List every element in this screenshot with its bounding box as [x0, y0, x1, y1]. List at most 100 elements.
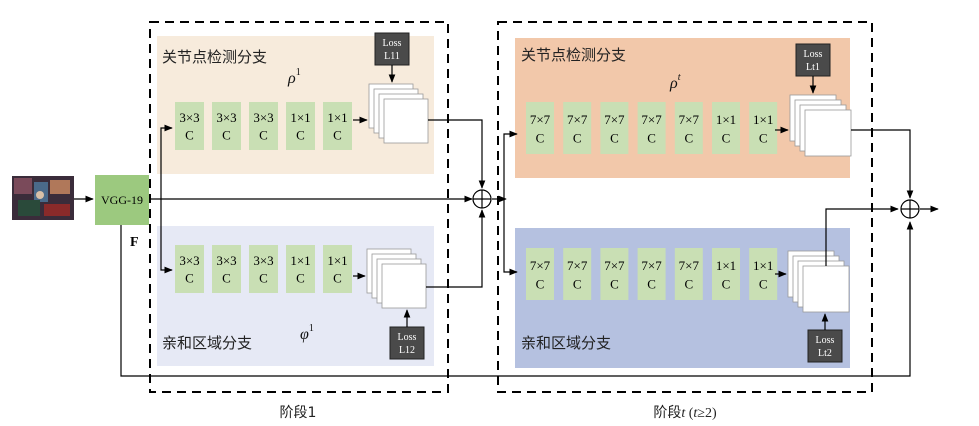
stageT-top-branch-title: 关节点检测分支 — [521, 46, 626, 64]
svg-text:Loss: Loss — [383, 38, 402, 49]
stageT-top-conv-4: 7×7C — [637, 102, 666, 154]
svg-text:3×3: 3×3 — [179, 253, 199, 268]
svg-text:C: C — [684, 131, 693, 146]
stage1-top-conv-1: 3×3C — [175, 102, 204, 150]
svg-text:7×7: 7×7 — [567, 112, 588, 127]
svg-text:C: C — [222, 127, 231, 142]
svg-text:1×1: 1×1 — [327, 110, 347, 125]
svg-text:1×1: 1×1 — [290, 110, 310, 125]
stageT-bottom-conv-2: 7×7C — [563, 248, 592, 300]
svg-text:7×7: 7×7 — [679, 112, 700, 127]
stageT-top-conv-6: 1×1C — [712, 102, 740, 154]
svg-text:3×3: 3×3 — [253, 110, 273, 125]
svg-text:C: C — [610, 277, 619, 292]
svg-text:1×1: 1×1 — [753, 258, 773, 273]
svg-text:3×3: 3×3 — [216, 110, 236, 125]
stageT-top-conv-5: 7×7C — [674, 102, 703, 154]
svg-text:1×1: 1×1 — [716, 112, 736, 127]
stage1-top-conv-group: 3×3C3×3C3×3C1×1C1×1C — [175, 102, 352, 150]
sum-node-1 — [472, 189, 492, 209]
stageT-bottom-conv-group: 7×7C7×7C7×7C7×7C7×7C1×1C1×1C — [526, 248, 778, 300]
svg-text:C: C — [185, 127, 194, 142]
stageT-top-symbol: ρt — [669, 72, 681, 92]
svg-text:7×7: 7×7 — [530, 258, 551, 273]
svg-text:3×3: 3×3 — [253, 253, 273, 268]
stageT-top-output-stack — [789, 94, 852, 157]
svg-text:Lt1: Lt1 — [806, 62, 820, 73]
stage1-top-symbol: ρ1 — [287, 67, 301, 87]
svg-text:C: C — [259, 127, 268, 142]
stage1-bottom-branch-title: 亲和区域分支 — [162, 334, 252, 352]
stageT-bottom-conv-6: 1×1C — [712, 248, 740, 300]
svg-text:C: C — [684, 277, 693, 292]
svg-text:C: C — [333, 127, 342, 142]
svg-text:7×7: 7×7 — [641, 112, 662, 127]
stageT-bottom-conv-7: 1×1C — [749, 248, 778, 300]
svg-text:C: C — [259, 270, 268, 285]
svg-text:C: C — [185, 270, 194, 285]
svg-text:L12: L12 — [399, 345, 415, 356]
svg-text:C: C — [573, 277, 582, 292]
svg-text:L11: L11 — [384, 51, 400, 62]
svg-text:3×3: 3×3 — [179, 110, 199, 125]
svg-text:7×7: 7×7 — [604, 258, 625, 273]
svg-text:1×1: 1×1 — [327, 253, 347, 268]
stage1-bottom-conv-group: 3×3C3×3C3×3C1×1C1×1C — [175, 245, 352, 293]
svg-text:7×7: 7×7 — [530, 112, 551, 127]
svg-text:Loss: Loss — [398, 332, 417, 343]
svg-text:7×7: 7×7 — [604, 112, 625, 127]
svg-text:VGG-19: VGG-19 — [101, 193, 143, 207]
svg-text:C: C — [536, 277, 545, 292]
stageT-top-conv-3: 7×7C — [600, 102, 629, 154]
stage1-caption: 阶段1 — [280, 405, 317, 421]
stage1-bottom-conv-1: 3×3C — [175, 245, 204, 293]
stageT-bottom-conv-5: 7×7C — [674, 248, 703, 300]
svg-text:Loss: Loss — [804, 49, 823, 60]
stage1-top-conv-2: 3×3C — [212, 102, 241, 150]
stageT-bottom-conv-4: 7×7C — [637, 248, 666, 300]
svg-text:C: C — [722, 131, 731, 146]
loss-box-l11: Loss L11 — [374, 32, 410, 66]
stage1-bottom-conv-5: 1×1C — [323, 245, 352, 293]
stage1-bottom-symbol: φ1 — [300, 323, 314, 343]
svg-text:7×7: 7×7 — [679, 258, 700, 273]
svg-text:1×1: 1×1 — [290, 253, 310, 268]
svg-text:C: C — [647, 131, 656, 146]
stageT-top-conv-7: 1×1C — [749, 102, 778, 154]
stage1-top-conv-4: 1×1C — [286, 102, 315, 150]
svg-text:3×3: 3×3 — [216, 253, 236, 268]
stageT-box — [497, 21, 873, 393]
stage1-bottom-output-stack — [366, 248, 427, 309]
stageT-bottom-branch-title: 亲和区域分支 — [521, 334, 611, 352]
stage1-top-conv-3: 3×3C — [249, 102, 278, 150]
stage1-top-conv-5: 1×1C — [323, 102, 352, 150]
stage1-box — [149, 21, 449, 393]
svg-text:C: C — [647, 277, 656, 292]
svg-text:Loss: Loss — [816, 335, 835, 346]
stage1-bottom-conv-2: 3×3C — [212, 245, 241, 293]
svg-text:1×1: 1×1 — [716, 258, 736, 273]
svg-text:C: C — [296, 127, 305, 142]
svg-text:C: C — [536, 131, 545, 146]
svg-text:C: C — [573, 131, 582, 146]
stageT-top-conv-1: 7×7C — [526, 102, 554, 154]
loss-box-lt2: Loss Lt2 — [807, 329, 843, 363]
stage1-bottom-conv-4: 1×1C — [286, 245, 315, 293]
svg-text:7×7: 7×7 — [567, 258, 588, 273]
svg-text:C: C — [333, 270, 342, 285]
loss-box-lt1: Loss Lt1 — [795, 43, 831, 77]
vgg19-block: VGG-19 — [95, 175, 149, 225]
svg-text:C: C — [296, 270, 305, 285]
connections — [74, 65, 939, 377]
svg-text:1×1: 1×1 — [753, 112, 773, 127]
loss-box-l12: Loss L12 — [389, 326, 425, 360]
stageT-bottom-conv-3: 7×7C — [600, 248, 629, 300]
svg-text:C: C — [759, 277, 768, 292]
svg-text:Lt2: Lt2 — [818, 348, 832, 359]
svg-text:C: C — [759, 131, 768, 146]
sum-node-2 — [900, 199, 920, 219]
stageT-top-conv-2: 7×7C — [563, 102, 592, 154]
svg-text:C: C — [610, 131, 619, 146]
stage1-top-branch-title: 关节点检测分支 — [162, 48, 267, 66]
